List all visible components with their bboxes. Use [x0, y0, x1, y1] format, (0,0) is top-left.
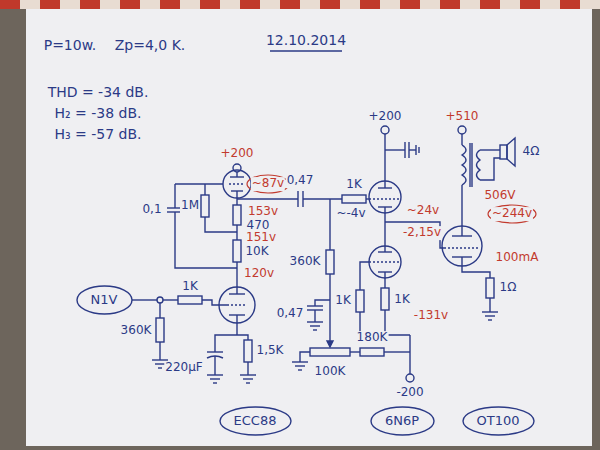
- annotation-text: 0,47: [276, 307, 305, 321]
- tube-label-oval: N1V: [76, 285, 133, 315]
- annotation-text: 100mA: [495, 251, 540, 265]
- tube-label-oval: OT100: [462, 406, 535, 436]
- annotation-text: ~244v: [491, 207, 533, 221]
- annotation-text: H₃ = -57 dB.: [53, 126, 142, 142]
- annotation-text: Zp=4,0 K.: [114, 37, 187, 53]
- tube-name: ECC88: [219, 413, 292, 429]
- annotation-text: +200: [368, 110, 403, 124]
- annotation-text: 220μF: [164, 361, 203, 375]
- annotation-text: 12.10.2014: [265, 32, 347, 48]
- annotation-text: 1K: [345, 178, 363, 192]
- annotation-text: -200: [395, 386, 424, 400]
- annotation-text: 153v: [247, 205, 279, 219]
- annotation-text: 360K: [120, 324, 153, 338]
- annotation-text: 1K: [334, 294, 352, 308]
- annotation-text: -2,15v: [402, 226, 442, 240]
- annotation-text: +510: [445, 110, 480, 124]
- annotation-text: 120v: [243, 267, 275, 281]
- annotation-text: 360K: [289, 255, 322, 269]
- annotation-text: 10K: [244, 245, 269, 259]
- annotation-text: ~24v: [406, 204, 440, 218]
- annotation-text: 1Ω: [499, 281, 518, 295]
- annotation-text: 1M: [180, 199, 200, 213]
- annotation-text: 1K: [393, 293, 411, 307]
- annotation-text: 0,1: [141, 203, 162, 217]
- annotation-text: 1,5K: [256, 344, 285, 358]
- annotation-text: -131v: [413, 309, 449, 323]
- annotation-text: ~87v: [251, 177, 285, 191]
- annotation-text: THD = -34 dB.: [47, 84, 150, 100]
- tube-name: 6N6P: [370, 413, 435, 429]
- tube-label-oval: ECC88: [219, 406, 292, 436]
- annotation-text: 1K: [181, 280, 199, 294]
- annotation-text: 0,47: [286, 174, 315, 188]
- annotation-text: 151v: [245, 231, 277, 245]
- tube-name: N1V: [76, 292, 133, 308]
- annotation-text: H₂ = -38 dB.: [53, 105, 142, 121]
- annotation-text: P=10w.: [43, 37, 98, 53]
- annotation-text: ~-4v: [335, 207, 366, 221]
- tube-name: OT100: [462, 413, 535, 429]
- annotation-text: 506V: [483, 189, 516, 203]
- annotation-text: +200: [220, 147, 255, 161]
- annotation-text: 100K: [314, 365, 347, 379]
- annotation-text: 4Ω: [522, 145, 541, 159]
- red-circles: [247, 175, 536, 223]
- annotation-text: 180K: [356, 331, 389, 345]
- tube-label-oval: 6N6P: [370, 406, 435, 436]
- wiring: [132, 51, 515, 383]
